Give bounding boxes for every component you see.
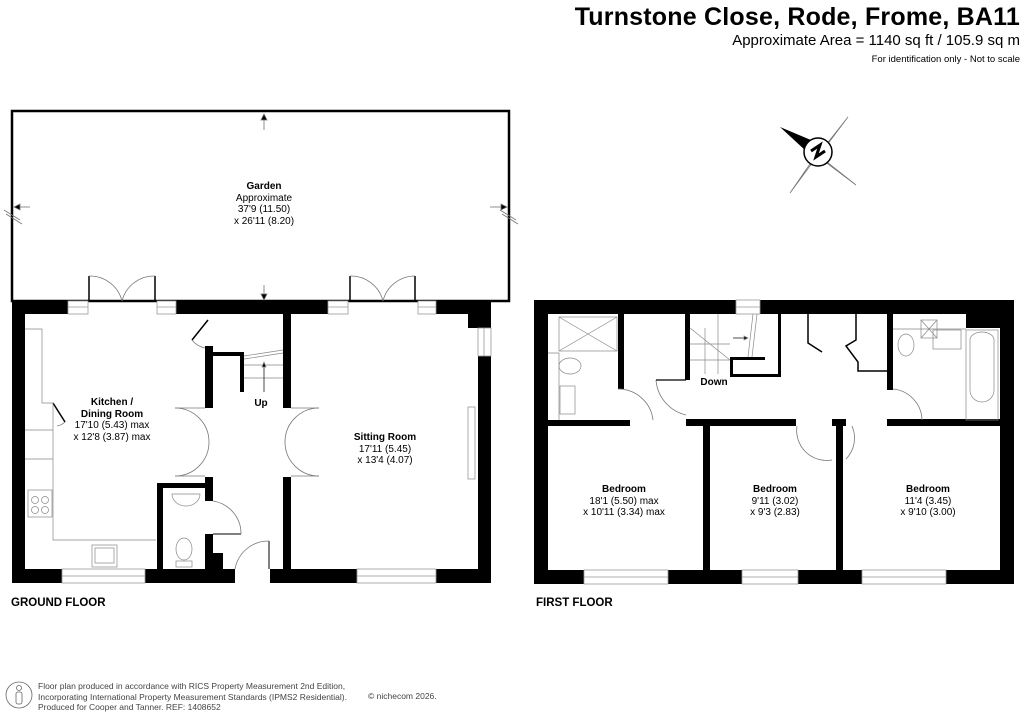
person-measure-icon [5,681,33,709]
footer-notes: Floor plan produced in accordance with R… [38,681,347,712]
room-label-kitchen-dining: Kitchen / Dining Room 17'10 (5.43) max x… [73,397,151,443]
first-floor-walls [534,300,1014,584]
ground-floor-label: GROUND FLOOR [11,597,106,609]
ground-floor-walls [12,301,491,583]
first-floor-doors [617,314,923,461]
copyright: © nichecom 2026. [368,691,437,701]
room-label-bedroom-3: Bedroom 11'4 (3.45) x 9'10 (3.00) [900,484,956,518]
scale-disclaimer: For identification only - Not to scale [871,54,1020,65]
stairs-down-label: Down [700,377,728,388]
property-title: Turnstone Close, Rode, Frome, BA11 [574,3,1020,31]
ground-floor-doors [52,275,416,570]
room-label-bedroom-1: Bedroom 18'1 (5.50) max x 10'11 (3.34) m… [583,484,665,518]
ground-floor-windows [61,300,492,584]
first-floor-windows [583,299,947,585]
header: Turnstone Close, Rode, Frome, BA11 Appro… [575,2,1020,67]
room-label-bedroom-2: Bedroom 9'11 (3.02) x 9'3 (2.83) [750,484,800,518]
ground-floor-fixtures [25,328,476,568]
stairs-up-label: Up [254,398,268,409]
north-compass-icon [780,116,857,194]
room-label-garden: Garden Approximate 37'9 (11.50) x 26'11 … [233,181,295,227]
approximate-area: Approximate Area = 1140 sq ft / 105.9 sq… [732,32,1020,49]
first-floor-fixtures [548,313,999,421]
first-floor-label: FIRST FLOOR [536,597,613,609]
room-label-sitting-room: Sitting Room 17'11 (5.45) x 13'4 (4.07) [353,432,417,466]
